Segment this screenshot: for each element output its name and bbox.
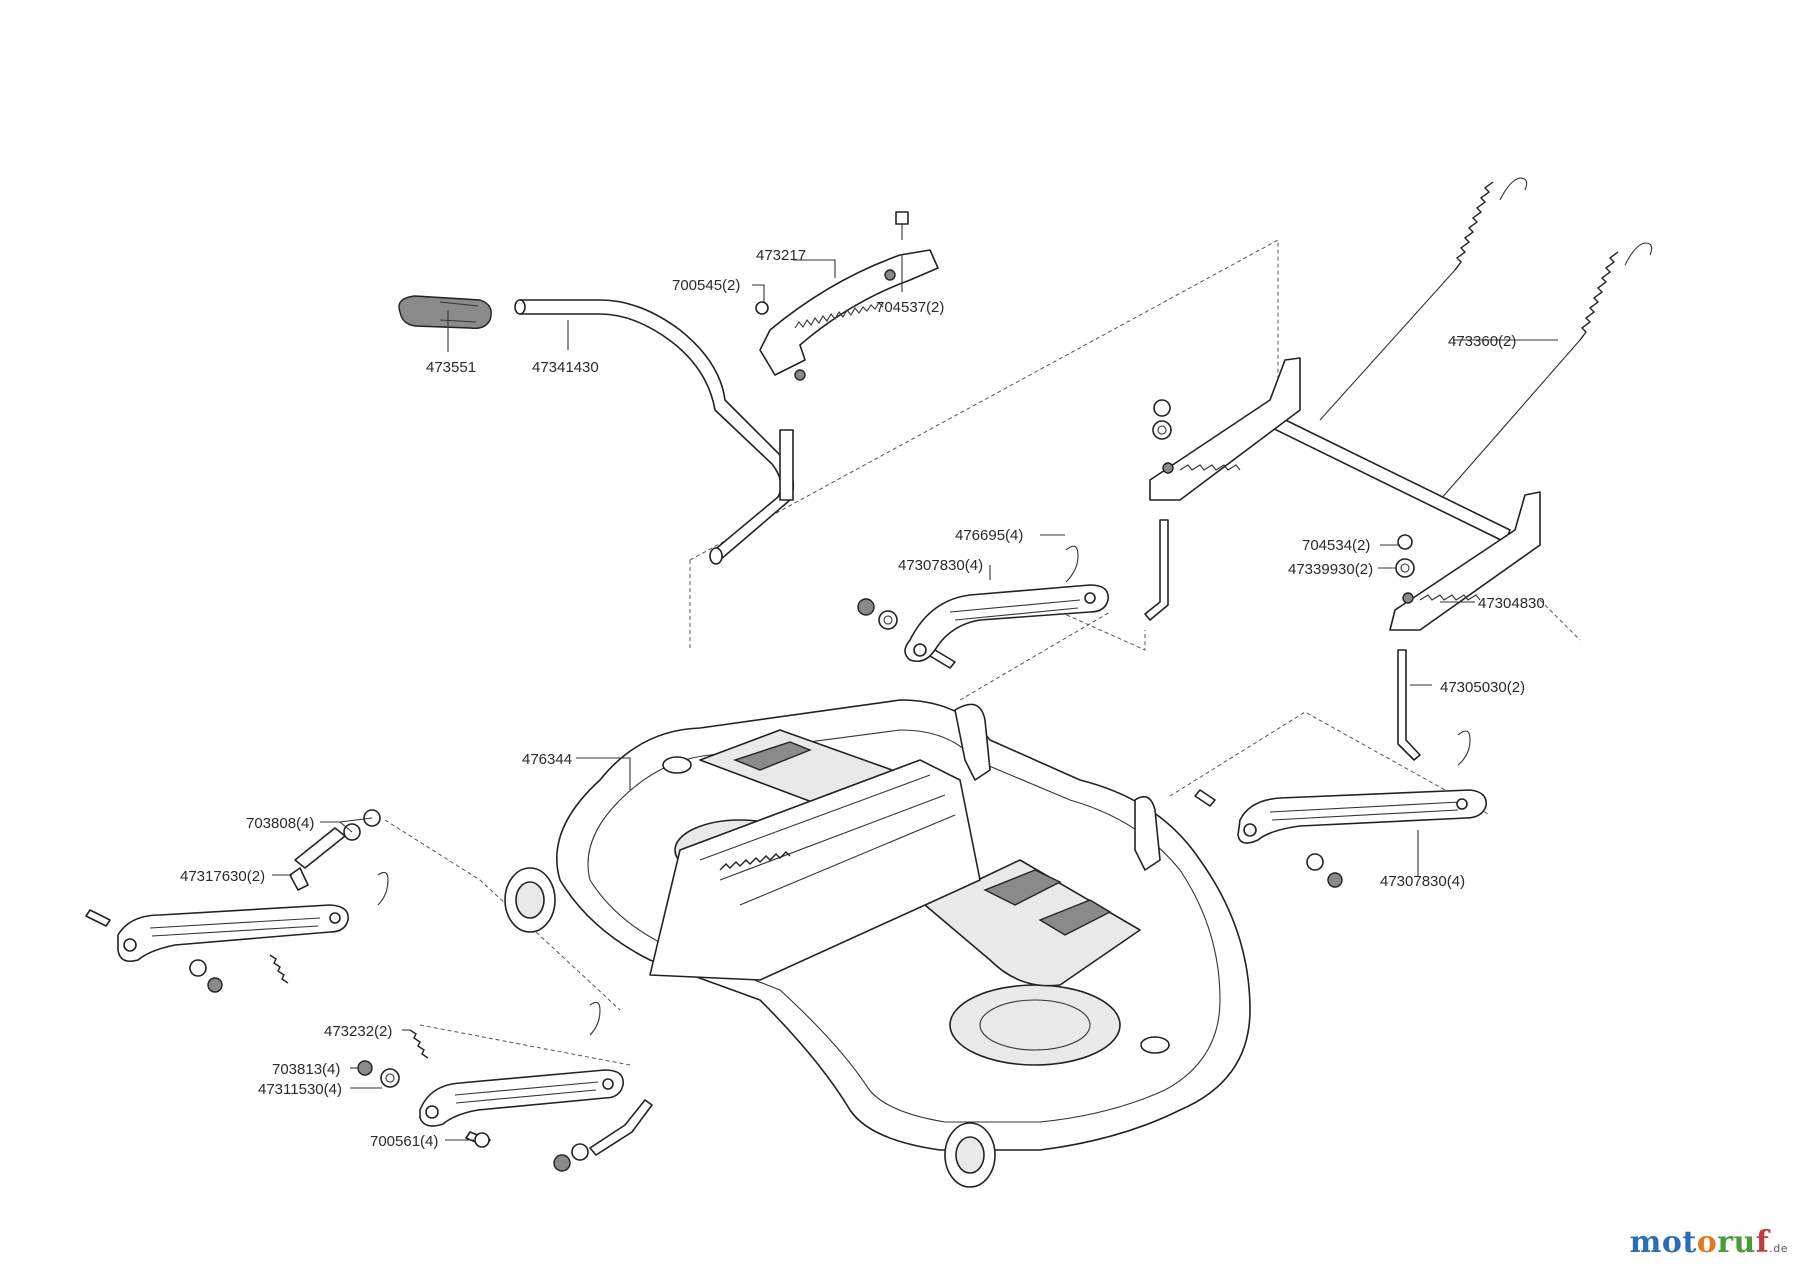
hanger-bar-left [85,809,389,993]
hanger-bar-upper [857,545,1109,669]
logo-part-1: mot [1629,1225,1697,1260]
label-473551: 473551 [426,359,476,376]
label-473360: 473360(2) [1448,333,1516,350]
logo-part-2: o [1696,1225,1718,1260]
label-704534: 704534(2) [1302,537,1370,554]
label-703813: 703813(4) [272,1061,340,1078]
label-476344: 476344 [522,751,572,768]
label-473232: 473232(2) [324,1023,392,1040]
logo-part-3: ru [1717,1225,1756,1260]
label-704537: 704537(2) [876,299,944,316]
alignment-lines [384,239,1581,1066]
notched-segment-plate [755,211,939,381]
label-703808: 703808(4) [246,815,314,832]
label-47317630: 47317630(2) [180,868,265,885]
label-473217: 473217 [756,247,806,264]
leader-lines [272,255,1558,1141]
handle-grip [398,295,492,330]
label-700545: 700545(2) [672,277,740,294]
hanger-bar-lower [357,1001,653,1172]
label-47341430: 47341430 [532,359,599,376]
mower-deck [504,699,1251,1188]
hanger-bar-right [1194,730,1487,888]
nuts-washers-upper [1152,399,1415,578]
link-rods [1144,519,1421,761]
label-47311530: 47311530(4) [258,1081,342,1098]
label-47304830: 47304830 [1478,595,1545,612]
label-47305030: 47305030(2) [1440,679,1525,696]
tension-springs [1319,177,1653,501]
lift-shaft-assembly [1149,357,1541,631]
label-47307830-upper: 47307830(4) [898,557,983,574]
logo-part-4: f [1755,1225,1770,1260]
logo-suffix: .de [1769,1242,1788,1255]
label-700561: 700561(4) [370,1133,438,1150]
label-476695: 476695(4) [955,527,1023,544]
lift-handle [514,299,795,565]
label-47307830-right: 47307830(4) [1380,873,1465,890]
label-47339930: 47339930(2) [1288,561,1373,578]
site-logo: motoruf.de [1630,1225,1788,1260]
part-labels: 473551 47341430 473217 700545(2) 704537(… [180,247,1545,1150]
